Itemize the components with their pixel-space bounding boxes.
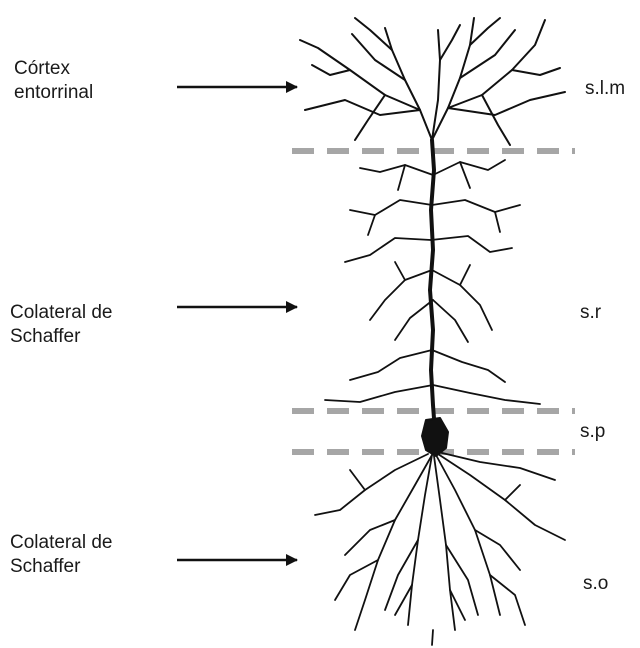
label-schaffer-lower-line1: Colateral de [10, 531, 112, 555]
label-schaffer-lower-line2: Schaffer [10, 555, 112, 579]
label-entorhinal-cortex: Córtex entorrinal [14, 57, 93, 105]
label-schaffer-upper-line2: Schaffer [10, 325, 112, 349]
pyramidal-neuron [300, 18, 565, 645]
label-schaffer-upper: Colateral de Schaffer [10, 301, 112, 349]
layer-label-slm: s.l.m [585, 78, 625, 100]
label-entorhinal-line1: Córtex [14, 57, 93, 81]
soma [422, 418, 448, 456]
layer-label-sr: s.r [580, 302, 601, 324]
label-entorhinal-line2: entorrinal [14, 81, 93, 105]
label-schaffer-lower: Colateral de Schaffer [10, 531, 112, 579]
label-schaffer-upper-line1: Colateral de [10, 301, 112, 325]
layer-label-sp: s.p [580, 421, 605, 443]
layer-label-so: s.o [583, 573, 608, 595]
